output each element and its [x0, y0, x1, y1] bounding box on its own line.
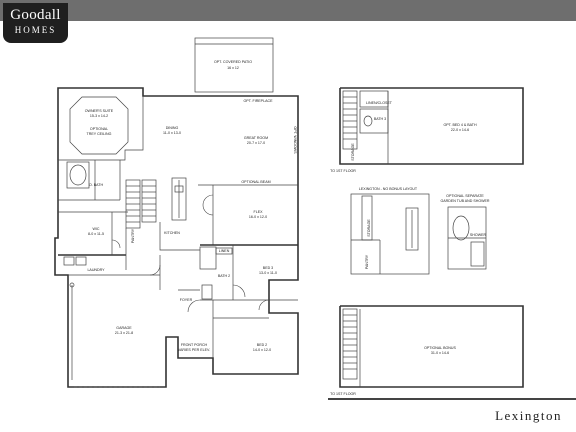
- label-stair-bonus: TO 1ST FLOOR: [330, 392, 356, 396]
- label-bath3: BATH 3: [374, 117, 386, 121]
- label-pantry: PANTRY: [131, 228, 135, 243]
- main-floor-plan: [54, 37, 299, 388]
- note-front-porch: VARIES PER ELEV.: [178, 348, 210, 352]
- dims-bonus: 31-0 x 14-6: [431, 351, 449, 355]
- label-garage: GARAGE: [116, 326, 132, 330]
- label-flex: FLEX: [254, 210, 264, 214]
- dims-bed4: 22-0 x 14-6: [451, 128, 469, 132]
- label-stair-bed4: TO 1ST FLOOR: [330, 169, 356, 173]
- garden-tub-plan: [447, 206, 487, 270]
- dims-covered-patio: 16 x 12: [227, 66, 239, 70]
- dims-bed3: 13-0 x 11-0: [259, 271, 277, 275]
- label-shower: SHOWER: [470, 233, 487, 237]
- title-garden-tub-2: GARDEN TUB AND SHOWER: [440, 199, 489, 203]
- label-bed3: BED 3: [263, 266, 273, 270]
- label-kitchen: KITCHEN: [164, 231, 180, 235]
- label-bed4: OPT. BED 4 & BATH: [443, 123, 476, 127]
- title-garden-tub-1: OPTIONAL SEPARATE: [446, 194, 484, 198]
- label-no-bonus-pantry: PANTRY: [365, 254, 369, 269]
- label-bonus: OPTIONAL BONUS: [424, 346, 456, 350]
- trey-ceiling-outline: [69, 96, 129, 155]
- dims-flex: 16-0 x 12-0: [249, 215, 267, 219]
- label-wic: WIC: [93, 227, 100, 231]
- dims-great-room: 20-7 x 17-0: [247, 141, 265, 145]
- label-bath2: BATH 2: [218, 274, 230, 278]
- header-band: [0, 0, 576, 21]
- label-front-porch: FRONT PORCH: [181, 343, 208, 347]
- covered-patio-outline: [194, 37, 274, 93]
- brand-logo: Goodall HOMES: [3, 3, 68, 43]
- label-foyer: FOYER: [180, 298, 193, 302]
- dims-bed2: 14-0 x 12-0: [253, 348, 271, 352]
- label-bed4-linen: LINEN/CLOSET: [366, 101, 393, 105]
- footer-rule: [328, 398, 576, 400]
- label-bed2: BED 2: [257, 343, 267, 347]
- opt-bed4-plan: [339, 87, 524, 165]
- title-no-bonus: LEXINGTON - NO BONUS LAYOUT: [359, 187, 418, 191]
- brand-subname: HOMES: [14, 25, 57, 35]
- label-o-bath: O. BATH: [89, 183, 104, 187]
- no-bonus-plan: [350, 193, 430, 275]
- dims-owners-suite: 15-3 x 14-2: [90, 114, 108, 118]
- dims-wic: 8-0 x 11-5: [88, 232, 104, 236]
- label-linen: LINEN: [219, 249, 230, 253]
- label-no-bonus-storage: STORAGE: [367, 219, 371, 237]
- label-covered-patio: OPT. COVERED PATIO: [214, 60, 252, 64]
- plan-title: Lexington: [495, 408, 562, 423]
- brand-name: Goodall: [10, 7, 61, 23]
- opt-bonus-plan: [339, 305, 524, 388]
- label-fireplace: OPT. FIREPLACE: [244, 99, 274, 103]
- label-opt-beam: OPTIONAL BEAM: [241, 180, 270, 184]
- label-bed4-storage: STORAGE: [351, 143, 355, 161]
- label-owners-suite: OWNER'S SUITE: [85, 109, 114, 113]
- dims-garage: 21-3 x 21-8: [115, 331, 133, 335]
- note-owners-optional: OPTIONAL: [90, 127, 108, 131]
- note-owners-trey: TREY CEILING: [87, 132, 112, 136]
- label-dining: DINING: [166, 126, 179, 130]
- label-great-room: GREAT ROOM: [244, 136, 268, 140]
- dims-dining: 11-0 x 13-0: [163, 131, 181, 135]
- kitchen-island: [171, 177, 187, 221]
- main-stairs: [125, 179, 157, 229]
- label-laundry: LAUNDRY: [87, 268, 105, 272]
- label-opt-windows: OPT. WINDOWS: [293, 126, 297, 154]
